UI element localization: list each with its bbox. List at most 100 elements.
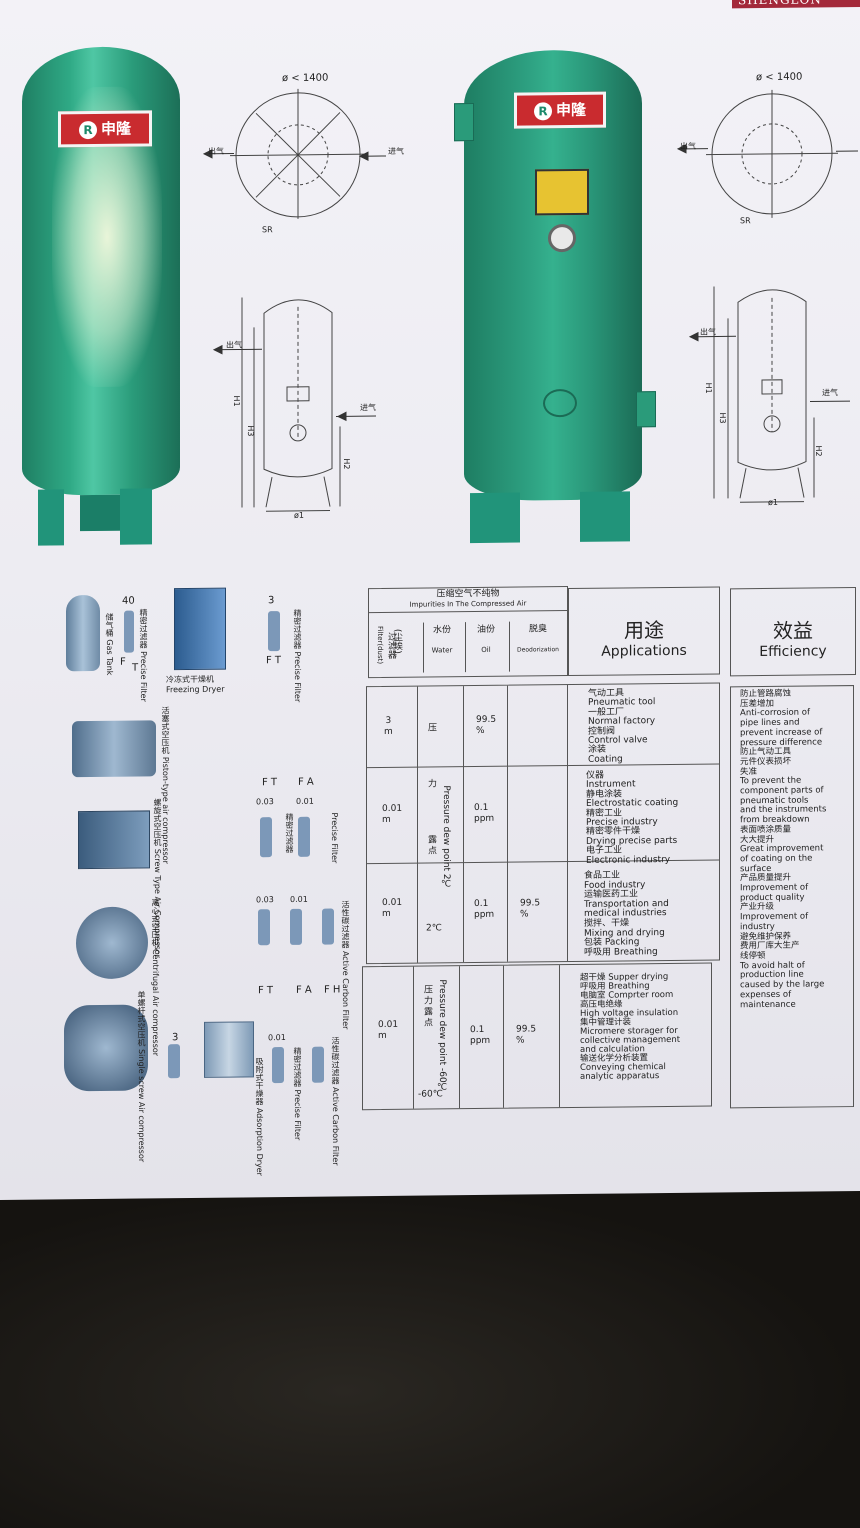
- carbon-filter-icon: [322, 908, 334, 945]
- value-3b: 3: [172, 1032, 179, 1044]
- col-divider: [559, 965, 560, 1108]
- row2-water: 力: [428, 779, 438, 790]
- precise-filter-label: 精密过滤器: [285, 812, 294, 854]
- col-divider: [459, 966, 460, 1109]
- row2-apps: 仪器 Instrument 静电涂装 Electrostatic coating…: [586, 770, 679, 866]
- centrifugal-compressor-label: 离心式空压机 Centrifugal Air compressor: [151, 898, 160, 1057]
- outlet-label-right: 出气: [680, 141, 696, 151]
- piston-compressor-icon: [72, 720, 156, 778]
- side-inlet-label: 进气: [360, 403, 376, 413]
- value-003: 0.03: [256, 895, 274, 905]
- precise-filter-icon: [290, 908, 302, 945]
- side-view-left: [263, 299, 333, 478]
- precise-filter-icon: [260, 817, 272, 858]
- sr-label-right: SR: [740, 216, 751, 226]
- col-divider: [503, 965, 504, 1108]
- precise-filter-icon: [298, 816, 310, 857]
- row4-dust: 0.01 m: [378, 1019, 399, 1042]
- precise-filter-icon: [258, 909, 270, 946]
- precise-filter-label: 精密过滤器 Precise Filter: [293, 1046, 302, 1141]
- h3-label-right: H3: [718, 412, 727, 424]
- row3-dust: 0.01 m: [382, 897, 403, 919]
- row4-oil: 0.1 ppm: [470, 1024, 491, 1047]
- gas-tank-icon: [66, 594, 100, 672]
- value-001: 0.01: [290, 894, 308, 904]
- precise-filter-icon: [168, 1044, 180, 1079]
- row1-apps: 气动工具 Pneumatic tool 一般工厂 Normal factory …: [588, 688, 656, 765]
- adsorption-dryer-label: 吸附式干燥器 Adsorption Dryer: [255, 1057, 264, 1176]
- h2-label-right: H2: [814, 445, 823, 457]
- outlet-label: 出气: [208, 146, 224, 156]
- single-screw-compressor-label: 单螺杆式空压机 Single screw Air compressor: [137, 990, 146, 1163]
- diameter-label-right: ø < 1400: [756, 71, 803, 84]
- diameter-label-left: ø < 1400: [282, 72, 329, 85]
- inlet-label: 进气: [388, 146, 404, 156]
- applications-header: 用途 Applications: [568, 586, 720, 677]
- h1-label-right: H1: [704, 382, 713, 394]
- side-outlet-label-right: 出气: [700, 327, 716, 337]
- h1-label: H1: [232, 395, 241, 407]
- row1-water: 压: [428, 723, 438, 734]
- row3-apps: 食品工业 Food industry 运输医药工业 Transportation…: [584, 870, 669, 958]
- carbon-filter-label: 活性碳过滤器 Active Carbon Filter: [341, 900, 350, 1030]
- filter-type-f: F: [120, 656, 126, 668]
- filter-type-fa: F A: [296, 984, 312, 996]
- row3-oil: 0.1 ppm: [474, 898, 495, 921]
- filter-type-fh: F H: [324, 984, 341, 996]
- precise-filter-label: Precise Filter: [330, 812, 339, 864]
- value-003: 0.03: [256, 797, 274, 807]
- value-3a: 3: [268, 595, 275, 607]
- side-view-right: [737, 289, 807, 471]
- efficiency-header: 效益 Efficiency: [730, 587, 856, 677]
- row2-dust: 0.01 m: [382, 803, 403, 825]
- precise-filter-icon: [272, 1047, 284, 1084]
- row-divider: [367, 763, 719, 769]
- dew-point-cn: 露 点: [428, 835, 438, 857]
- filter-type-ft: F T: [258, 985, 274, 997]
- row1-oil: 99.5 %: [476, 714, 497, 737]
- technical-drawings: [202, 88, 858, 512]
- filter-type-ft: F T: [262, 777, 278, 789]
- side-inlet-label-right: 进气: [822, 388, 838, 398]
- row3-deo: 99.5 %: [520, 898, 541, 920]
- precise-filter-label: 精密过滤器 Precise Filter: [293, 608, 302, 703]
- col-divider: [463, 686, 464, 963]
- precise-filter-icon: [268, 611, 280, 652]
- dew-point-cn-b: 压 力 露 点: [424, 985, 434, 1029]
- filter-column-header-2: (尘埃): [392, 628, 402, 654]
- efficiency-text: 防止管路腐蚀 压差增加 Anti-corrosion of pipe lines…: [740, 688, 827, 1010]
- pressure-value-40: 40: [122, 595, 135, 607]
- dew-point-2c: Pressure dew point 2℃: [441, 785, 451, 890]
- photo-background: [0, 1185, 860, 1528]
- col-divider: [417, 686, 418, 963]
- col-divider: [413, 966, 414, 1109]
- row2-oil: 0.1 ppm: [474, 802, 495, 825]
- value-001: 0.01: [268, 1033, 286, 1043]
- carbon-filter-icon: [312, 1046, 324, 1083]
- gas-tank-label: 储气桶 Gas Tank: [105, 612, 114, 676]
- h2-label: H2: [342, 458, 351, 470]
- catalog-page: SHENGLON R申隆 R申隆: [0, 0, 860, 1200]
- phi1-label-right: ø1: [768, 497, 778, 507]
- applications-title: 用途 Applications: [601, 618, 687, 660]
- col-divider: [507, 685, 508, 962]
- h3-label: H3: [246, 425, 255, 437]
- row4-deo: 99.5 %: [516, 1024, 537, 1046]
- filter-type-fa: F A: [298, 776, 314, 788]
- freeze-dryer-icon: [174, 587, 226, 671]
- row3-water: 2℃: [426, 923, 442, 934]
- side-outlet-label: 出气: [226, 340, 242, 350]
- efficiency-title: 效益 Efficiency: [759, 618, 827, 661]
- centrifugal-compressor-icon: [76, 906, 148, 980]
- precise-filter-icon: [124, 610, 134, 653]
- row4-apps: 超干燥 Supper drying 呼吸用 Breathing 电脑室 Comp…: [580, 972, 681, 1082]
- dew-point-minus60: Pressure dew point -60℃: [437, 979, 447, 1093]
- precise-filter-label: 精密过滤器 Precise Filter: [139, 608, 148, 702]
- carbon-filter-label: 活性碳过滤器 Active Carbon Filter: [331, 1036, 340, 1166]
- value-001: 0.01: [296, 796, 314, 806]
